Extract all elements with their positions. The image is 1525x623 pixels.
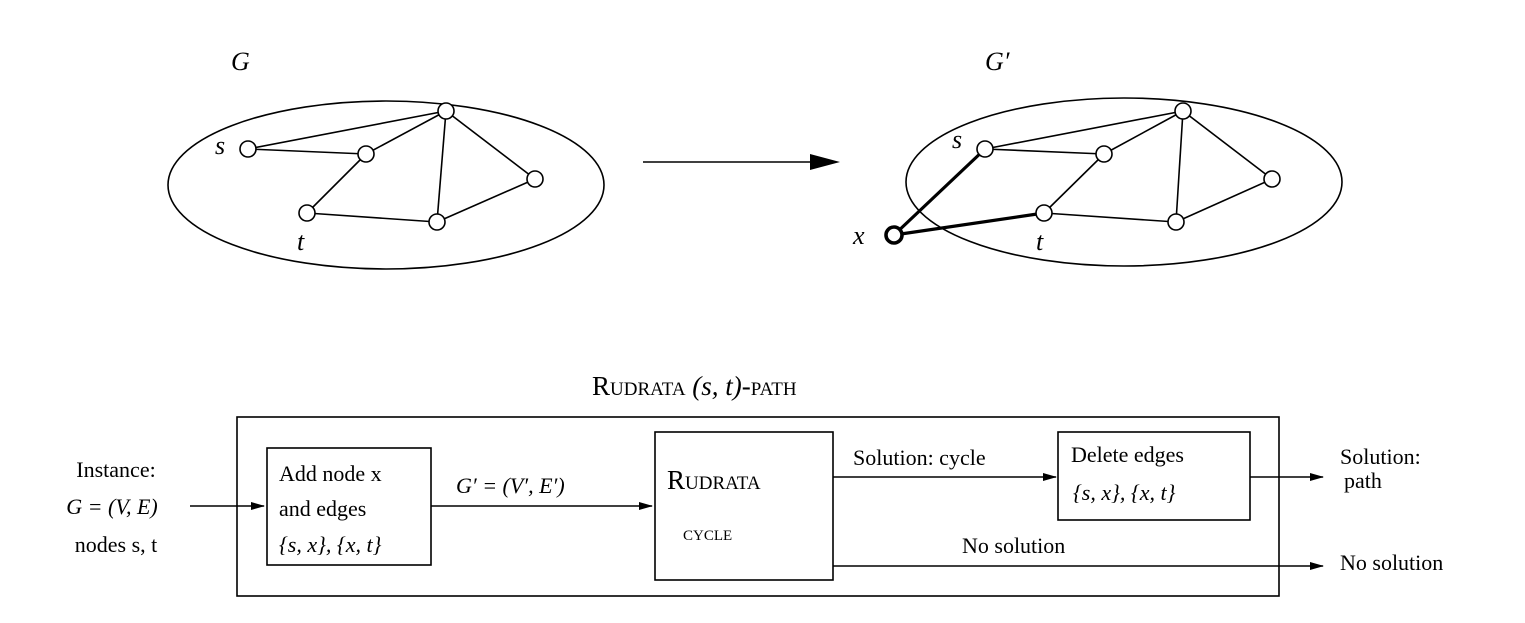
- node-s-label: s: [952, 125, 962, 154]
- input-line-2: G = (V, E): [66, 494, 157, 519]
- node-x: [884, 225, 904, 245]
- node-x-label: x: [852, 221, 865, 250]
- edge: [1103, 110, 1184, 155]
- node-t-label: t: [297, 227, 305, 256]
- rudrata-cycle-box: [654, 431, 834, 581]
- output-solution-line-2: path: [1344, 468, 1382, 493]
- node-t: [1035, 204, 1053, 222]
- graph-g-prime-label: G′: [985, 47, 1010, 76]
- node: [437, 102, 455, 120]
- edge: [247, 148, 367, 155]
- edge: [1175, 178, 1273, 223]
- graph-g: G s t: [167, 47, 605, 270]
- graph-g-boundary: [167, 100, 605, 270]
- edge: [1175, 110, 1184, 223]
- delete-box-line-1: Delete edges: [1071, 442, 1184, 467]
- edge: [984, 110, 1184, 150]
- node-s: [976, 140, 994, 158]
- no-solution-outer-label: No solution: [1340, 550, 1443, 575]
- title-main: Rudrata: [592, 371, 686, 401]
- node-t-label: t: [1036, 227, 1044, 256]
- output-solution-line-1: Solution:: [1340, 444, 1421, 469]
- cycle-box-line-2: cycle: [683, 520, 732, 545]
- edge: [445, 110, 536, 180]
- transform-arrow-head: [810, 154, 840, 170]
- node: [1167, 213, 1185, 231]
- edge: [1182, 110, 1273, 180]
- edge: [365, 110, 447, 155]
- node: [428, 213, 446, 231]
- edge: [306, 153, 367, 214]
- title-args: (s, t): [692, 371, 742, 401]
- input-line-3: nodes s, t: [75, 532, 158, 557]
- edge: [436, 110, 447, 223]
- no-solution-inner-label: No solution: [962, 533, 1065, 558]
- graph-g-prime-boundary: [905, 97, 1343, 267]
- cycle-box-line-1: Rudrata: [667, 465, 761, 495]
- edge: [306, 212, 438, 223]
- add-box-line-2: and edges: [279, 496, 366, 521]
- reduction-title: Rudrata (s, t)-path: [592, 371, 797, 401]
- edge: [1043, 212, 1177, 223]
- node: [1174, 102, 1192, 120]
- edge: [984, 148, 1105, 155]
- node-t: [298, 204, 316, 222]
- delete-box-line-2: {s, x}, {x, t}: [1073, 480, 1176, 505]
- graph-g-prime: G′ s t x: [852, 47, 1343, 267]
- input-line-1: Instance:: [76, 457, 155, 482]
- node-s-label: s: [215, 131, 225, 160]
- node: [526, 170, 544, 188]
- edge: [1043, 153, 1105, 214]
- new-edge-x-t: [893, 211, 1045, 237]
- add-box-line-3: {s, x}, {x, t}: [279, 532, 382, 557]
- new-edge-s-x: [892, 147, 987, 237]
- edge: [436, 178, 536, 223]
- node: [1263, 170, 1281, 188]
- title-suffix: -path: [742, 371, 797, 401]
- node-s: [239, 140, 257, 158]
- edge: [247, 110, 447, 150]
- node: [1095, 145, 1113, 163]
- add-box-line-1: Add node x: [279, 461, 382, 486]
- solution-cycle-label: Solution: cycle: [853, 445, 986, 470]
- graph-transfer-label: G′ = (V′, E′): [456, 473, 565, 498]
- node: [357, 145, 375, 163]
- delete-edges-box: [1057, 431, 1251, 521]
- graph-g-label: G: [231, 47, 250, 76]
